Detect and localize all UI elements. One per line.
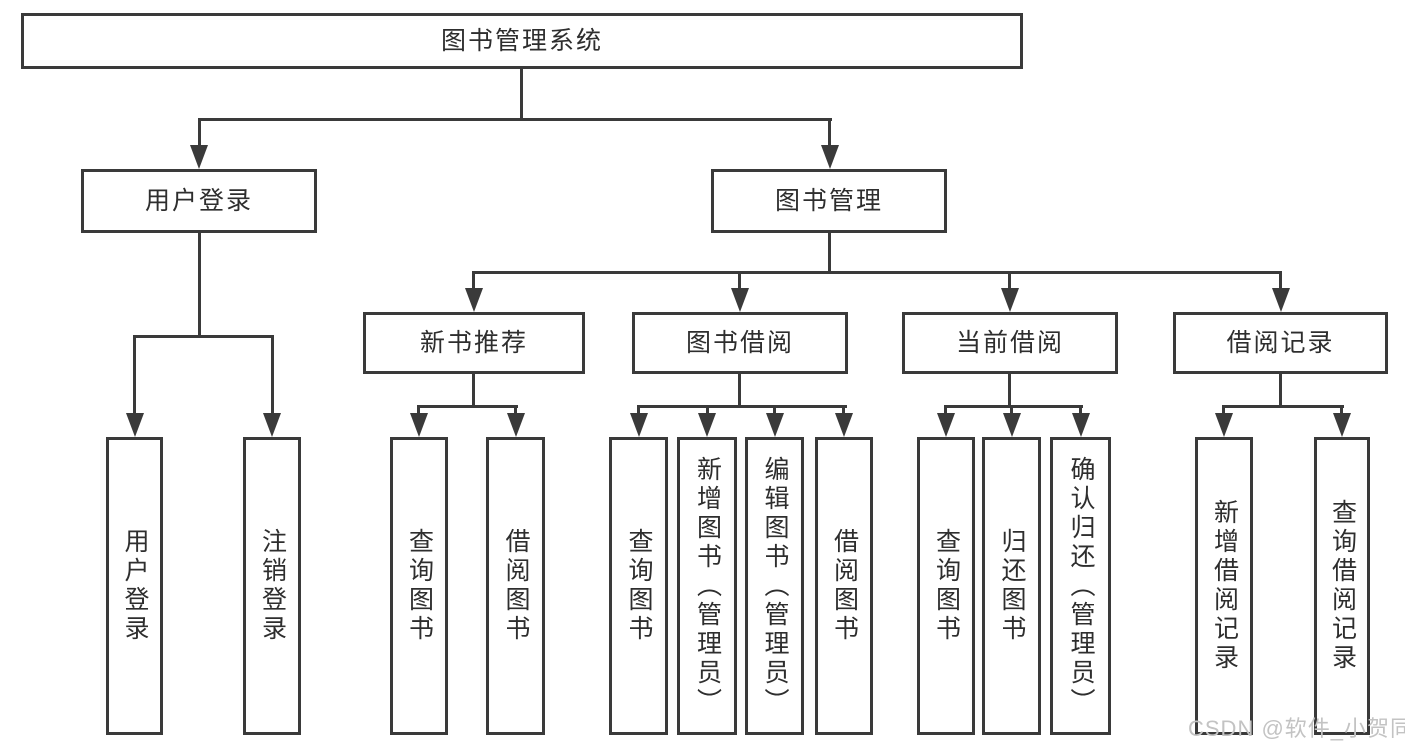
connector-drop-book-borrow [738, 271, 741, 290]
arrowhead-login-leaf [126, 413, 144, 437]
connector-drop-edit-book [773, 405, 776, 415]
node-borrow-books-recommend-label: 借阅图书 [502, 528, 530, 644]
arrowhead-query-borrow [630, 413, 648, 437]
connector-drop-borrow-records [1279, 271, 1282, 290]
node-user-login-leaf-label: 用户登录 [121, 528, 149, 644]
node-library-system-label: 图书管理系统 [440, 26, 603, 55]
node-borrow-books-leaf-label: 借阅图书 [830, 528, 859, 644]
node-current-borrowing: 当前借阅 [902, 312, 1118, 374]
arrowhead-confirm-return [1072, 413, 1090, 437]
connector-current-borrow-branch [944, 405, 1083, 408]
connector-drop-confirm-return [1079, 405, 1082, 415]
connector-new-books-branch [417, 405, 518, 408]
connector-level2-branch [198, 118, 832, 121]
connector-drop-book-mgmt [828, 118, 831, 148]
arrowhead-return-books [1003, 413, 1021, 437]
arrowhead-query-current [937, 413, 955, 437]
connector-drop-new-books [472, 271, 475, 290]
node-add-book-admin: 新增图书（管理员） [677, 437, 737, 735]
node-return-books: 归还图书 [982, 437, 1041, 735]
node-edit-book-admin: 编辑图书（管理员） [745, 437, 804, 735]
connector-drop-query-current [944, 405, 947, 415]
node-add-borrow-record-label: 新增借阅记录 [1210, 499, 1239, 673]
node-query-books-recommend: 查询图书 [390, 437, 448, 735]
connector-drop-login-leaf [133, 335, 136, 417]
node-query-books-borrow-label: 查询图书 [625, 528, 653, 644]
connector-login-branch [133, 335, 274, 338]
arrowhead-new-books [465, 288, 483, 312]
connector-borrow-records-branch [1222, 405, 1344, 408]
connector-book-mgmt-stem [828, 233, 831, 273]
node-book-management-label: 图书管理 [774, 186, 883, 215]
node-add-book-admin-label: 新增图书（管理员） [693, 455, 722, 717]
connector-book-borrow-branch [637, 405, 847, 408]
arrowhead-logout [263, 413, 281, 437]
node-library-system: 图书管理系统 [21, 13, 1023, 69]
node-logout-label: 注销登录 [258, 528, 287, 644]
arrowhead-user-login [190, 145, 208, 169]
connector-user-login-stem [198, 233, 201, 338]
connector-drop-query-borrow [637, 405, 640, 415]
connector-drop-borrow-book [842, 405, 845, 415]
connector-level3-branch [472, 271, 1282, 274]
node-confirm-return-admin: 确认归还（管理员） [1050, 437, 1111, 735]
connector-new-books-stem [472, 374, 475, 407]
node-confirm-return-admin-label: 确认归还（管理员） [1067, 455, 1095, 717]
node-borrowing-records: 借阅记录 [1173, 312, 1388, 374]
node-query-books-borrow: 查询图书 [609, 437, 668, 735]
node-borrow-books-leaf: 借阅图书 [815, 437, 873, 735]
node-user-login: 用户登录 [81, 169, 317, 233]
watermark: CSDN @软件_小贺同学 [1188, 716, 1405, 741]
node-book-borrowing: 图书借阅 [632, 312, 848, 374]
node-current-borrowing-label: 当前借阅 [955, 328, 1064, 357]
node-book-borrowing-label: 图书借阅 [685, 328, 794, 357]
node-query-books-recommend-label: 查询图书 [405, 528, 434, 644]
connector-borrow-records-stem [1279, 374, 1282, 407]
connector-drop-current-borrow [1008, 271, 1011, 290]
arrowhead-add-book [698, 413, 716, 437]
arrowhead-borrow-recommend [507, 413, 525, 437]
connector-book-borrow-stem [738, 374, 741, 407]
connector-drop-add-book [706, 405, 709, 415]
node-book-management: 图书管理 [711, 169, 947, 233]
arrowhead-query-recommend [410, 413, 428, 437]
connector-drop-borrow-recommend [514, 405, 517, 415]
arrowhead-borrow-records [1272, 288, 1290, 312]
node-add-borrow-record: 新增借阅记录 [1195, 437, 1253, 735]
node-borrowing-records-label: 借阅记录 [1226, 328, 1335, 357]
node-user-login-leaf: 用户登录 [106, 437, 163, 735]
connector-drop-add-record [1222, 405, 1225, 415]
node-edit-book-admin-label: 编辑图书（管理员） [761, 455, 789, 717]
connector-drop-query-recommend [417, 405, 420, 415]
connector-drop-logout [271, 335, 274, 417]
node-return-books-label: 归还图书 [998, 528, 1026, 644]
arrowhead-current-borrow [1001, 288, 1019, 312]
node-new-book-recommend-label: 新书推荐 [419, 328, 528, 357]
arrowhead-book-borrow [731, 288, 749, 312]
arrowhead-book-mgmt [821, 145, 839, 169]
arrowhead-query-record [1333, 413, 1351, 437]
connector-drop-query-record [1340, 405, 1343, 415]
arrowhead-edit-book [766, 413, 784, 437]
arrowhead-add-record [1215, 413, 1233, 437]
connector-drop-return-books [1010, 405, 1013, 415]
node-logout: 注销登录 [243, 437, 301, 735]
node-borrow-books-recommend: 借阅图书 [486, 437, 545, 735]
arrowhead-borrow-book [835, 413, 853, 437]
node-new-book-recommend: 新书推荐 [363, 312, 585, 374]
connector-root-stem [520, 69, 523, 118]
node-query-borrow-record-label: 查询借阅记录 [1328, 499, 1357, 673]
node-query-books-current: 查询图书 [917, 437, 975, 735]
connector-drop-user-login [198, 118, 201, 148]
node-user-login-label: 用户登录 [144, 186, 253, 215]
connector-current-borrow-stem [1008, 374, 1011, 407]
node-query-books-current-label: 查询图书 [932, 528, 961, 644]
node-query-borrow-record: 查询借阅记录 [1314, 437, 1370, 735]
